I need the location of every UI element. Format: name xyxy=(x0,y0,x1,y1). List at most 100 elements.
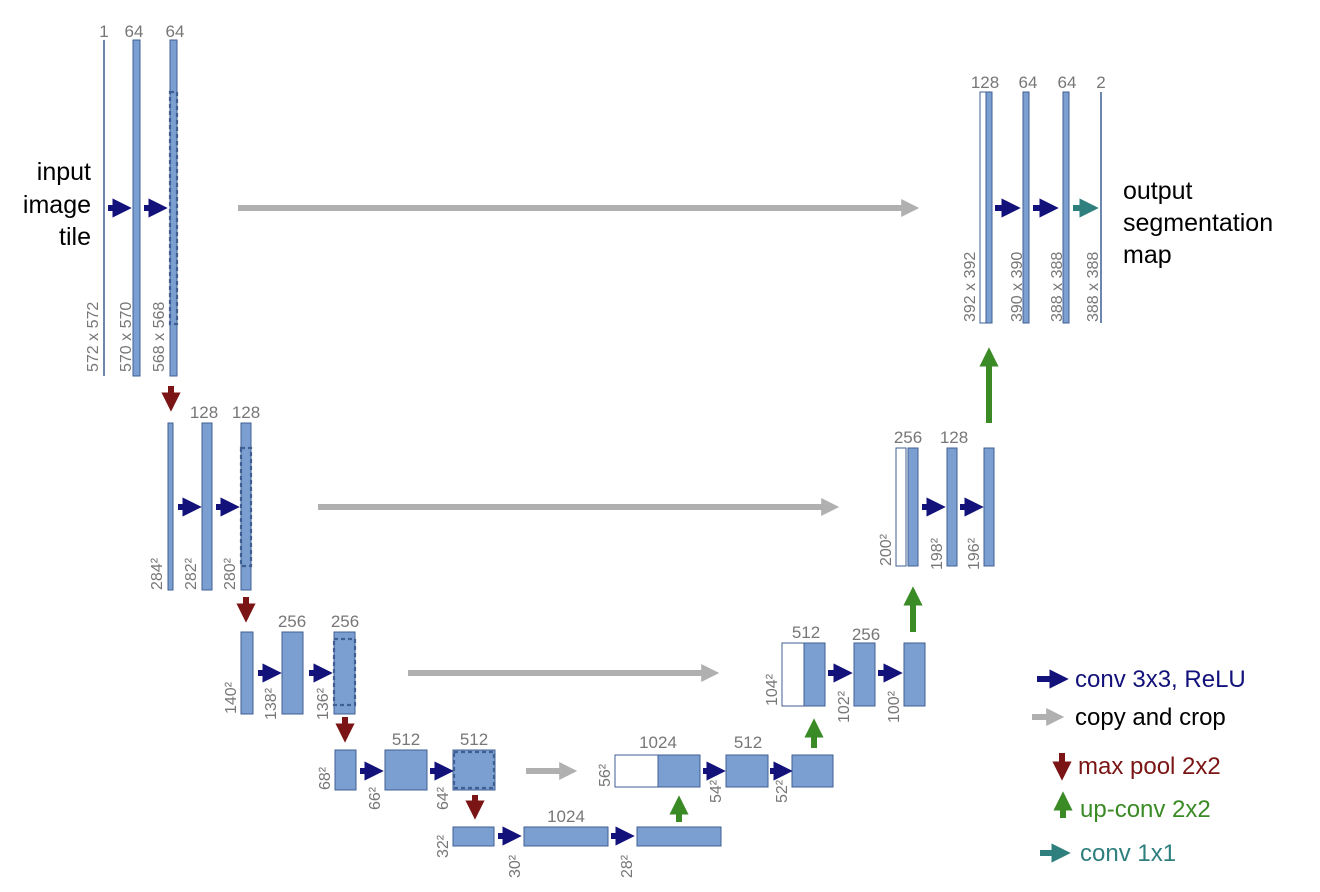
feature-map xyxy=(333,631,356,715)
feature-map xyxy=(853,642,876,707)
feature-map xyxy=(132,39,141,377)
size-label: 64² xyxy=(435,786,452,810)
size-label: 56² xyxy=(597,763,614,787)
channel-label: 256 xyxy=(331,612,359,631)
legend-label: conv 1x1 xyxy=(1080,840,1176,867)
channel-label: 256 xyxy=(894,428,922,447)
size-label: 388 x 388 xyxy=(1049,252,1066,322)
legend-label: copy and crop xyxy=(1075,704,1226,731)
channel-label: 128 xyxy=(190,403,218,422)
output-label: output segmentation map xyxy=(1123,177,1273,269)
level3-decoder: 512 256 104² 102² 100² xyxy=(764,623,926,723)
size-label: 100² xyxy=(886,690,903,723)
channel-label: 64 xyxy=(1019,73,1038,92)
size-label: 390 x 390 xyxy=(1009,252,1026,322)
legend-label: conv 3x3, ReLU xyxy=(1075,666,1246,693)
size-label: 280² xyxy=(222,557,239,590)
channel-label: 1 xyxy=(99,22,108,41)
crop-region xyxy=(332,637,357,707)
feature-map xyxy=(983,447,995,567)
input-label-line: tile xyxy=(59,223,91,251)
max-pool-arrows xyxy=(161,386,485,820)
channel-label: 512 xyxy=(392,730,420,749)
input-label-line: input xyxy=(37,158,91,186)
channel-label: 512 xyxy=(792,623,820,642)
channel-label: 64 xyxy=(125,22,144,41)
copied-feature-map xyxy=(781,642,805,707)
channel-label: 128 xyxy=(232,403,260,422)
feature-map xyxy=(523,826,609,847)
up-conv-arrows xyxy=(669,347,999,822)
size-label: 52² xyxy=(774,779,791,803)
level4-encoder: 512 512 68² 66² 64² xyxy=(317,730,496,810)
size-label: 570 x 570 xyxy=(118,302,135,372)
size-label: 66² xyxy=(367,786,384,810)
copy-crop-arrows xyxy=(238,199,920,780)
legend-label: max pool 2x2 xyxy=(1078,753,1221,780)
size-label: 54² xyxy=(708,779,725,803)
output-label-line: output xyxy=(1123,177,1193,205)
size-label: 392 x 392 xyxy=(962,252,979,322)
level2-encoder: 128 128 284² 282² 280² xyxy=(149,403,260,591)
feature-map xyxy=(803,642,826,707)
feature-map xyxy=(946,447,958,567)
crop-region xyxy=(239,446,253,568)
channel-label: 1024 xyxy=(547,807,585,826)
size-label: 32² xyxy=(435,834,452,858)
copied-feature-map xyxy=(614,754,659,788)
feature-map xyxy=(1062,91,1070,324)
level4-decoder: 1024 512 56² 54² 52² xyxy=(597,733,834,803)
feature-map xyxy=(240,631,254,715)
size-label: 568 x 568 xyxy=(151,302,168,372)
crop-region xyxy=(168,90,179,326)
feature-map xyxy=(384,749,428,791)
size-label: 200² xyxy=(878,533,895,566)
size-label: 140² xyxy=(223,681,240,714)
channel-label: 128 xyxy=(971,73,999,92)
legend: conv 3x3, ReLU copy and crop max pool 2x… xyxy=(1032,666,1246,867)
copied-feature-map xyxy=(979,91,987,324)
conv-arrows xyxy=(108,198,1059,846)
crop-region xyxy=(452,750,496,790)
feature-map xyxy=(985,91,993,324)
size-label: 284² xyxy=(149,557,166,590)
channel-label: 256 xyxy=(278,612,306,631)
feature-map xyxy=(657,754,701,788)
legend-label: up-conv 2x2 xyxy=(1080,796,1211,823)
level1-encoder: 1 64 64 572 x 572 570 x 570 568 x 568 xyxy=(85,22,184,377)
output-label-line: map xyxy=(1123,241,1172,269)
output-label-line: segmentation xyxy=(1123,209,1273,237)
level1-decoder: 128 64 64 2 392 x 392 390 x 390 388 x 38… xyxy=(962,73,1106,324)
feature-map xyxy=(907,447,919,567)
copied-feature-map xyxy=(895,447,907,567)
channel-label: 2 xyxy=(1096,73,1105,92)
feature-map xyxy=(452,826,495,847)
size-label: 138² xyxy=(263,687,280,720)
channel-label: 512 xyxy=(460,730,488,749)
feature-map xyxy=(903,642,926,707)
size-label: 68² xyxy=(317,766,334,790)
feature-map xyxy=(791,754,834,788)
feature-map xyxy=(452,749,496,791)
channel-label: 1024 xyxy=(639,733,677,752)
size-label: 30² xyxy=(507,854,524,878)
channel-label: 128 xyxy=(940,428,968,447)
feature-map xyxy=(636,826,722,847)
size-label: 28² xyxy=(619,854,636,878)
bottleneck: 1024 32² 30² 28² xyxy=(435,807,722,878)
feature-map xyxy=(334,749,357,791)
channel-label: 64 xyxy=(1058,73,1077,92)
size-label: 196² xyxy=(966,537,983,570)
size-label: 388 x 388 xyxy=(1085,252,1102,322)
level2-decoder: 256 128 200² 198² 196² xyxy=(878,428,995,570)
level3-encoder: 256 256 140² 138² 136² xyxy=(223,612,359,720)
feature-map xyxy=(725,754,769,788)
size-label: 282² xyxy=(183,557,200,590)
input-label: input image tile xyxy=(23,158,91,251)
feature-map xyxy=(167,422,174,591)
size-label: 572 x 572 xyxy=(85,302,102,372)
size-label: 198² xyxy=(929,537,946,570)
input-label-line: image xyxy=(23,191,91,219)
feature-map xyxy=(201,422,213,591)
